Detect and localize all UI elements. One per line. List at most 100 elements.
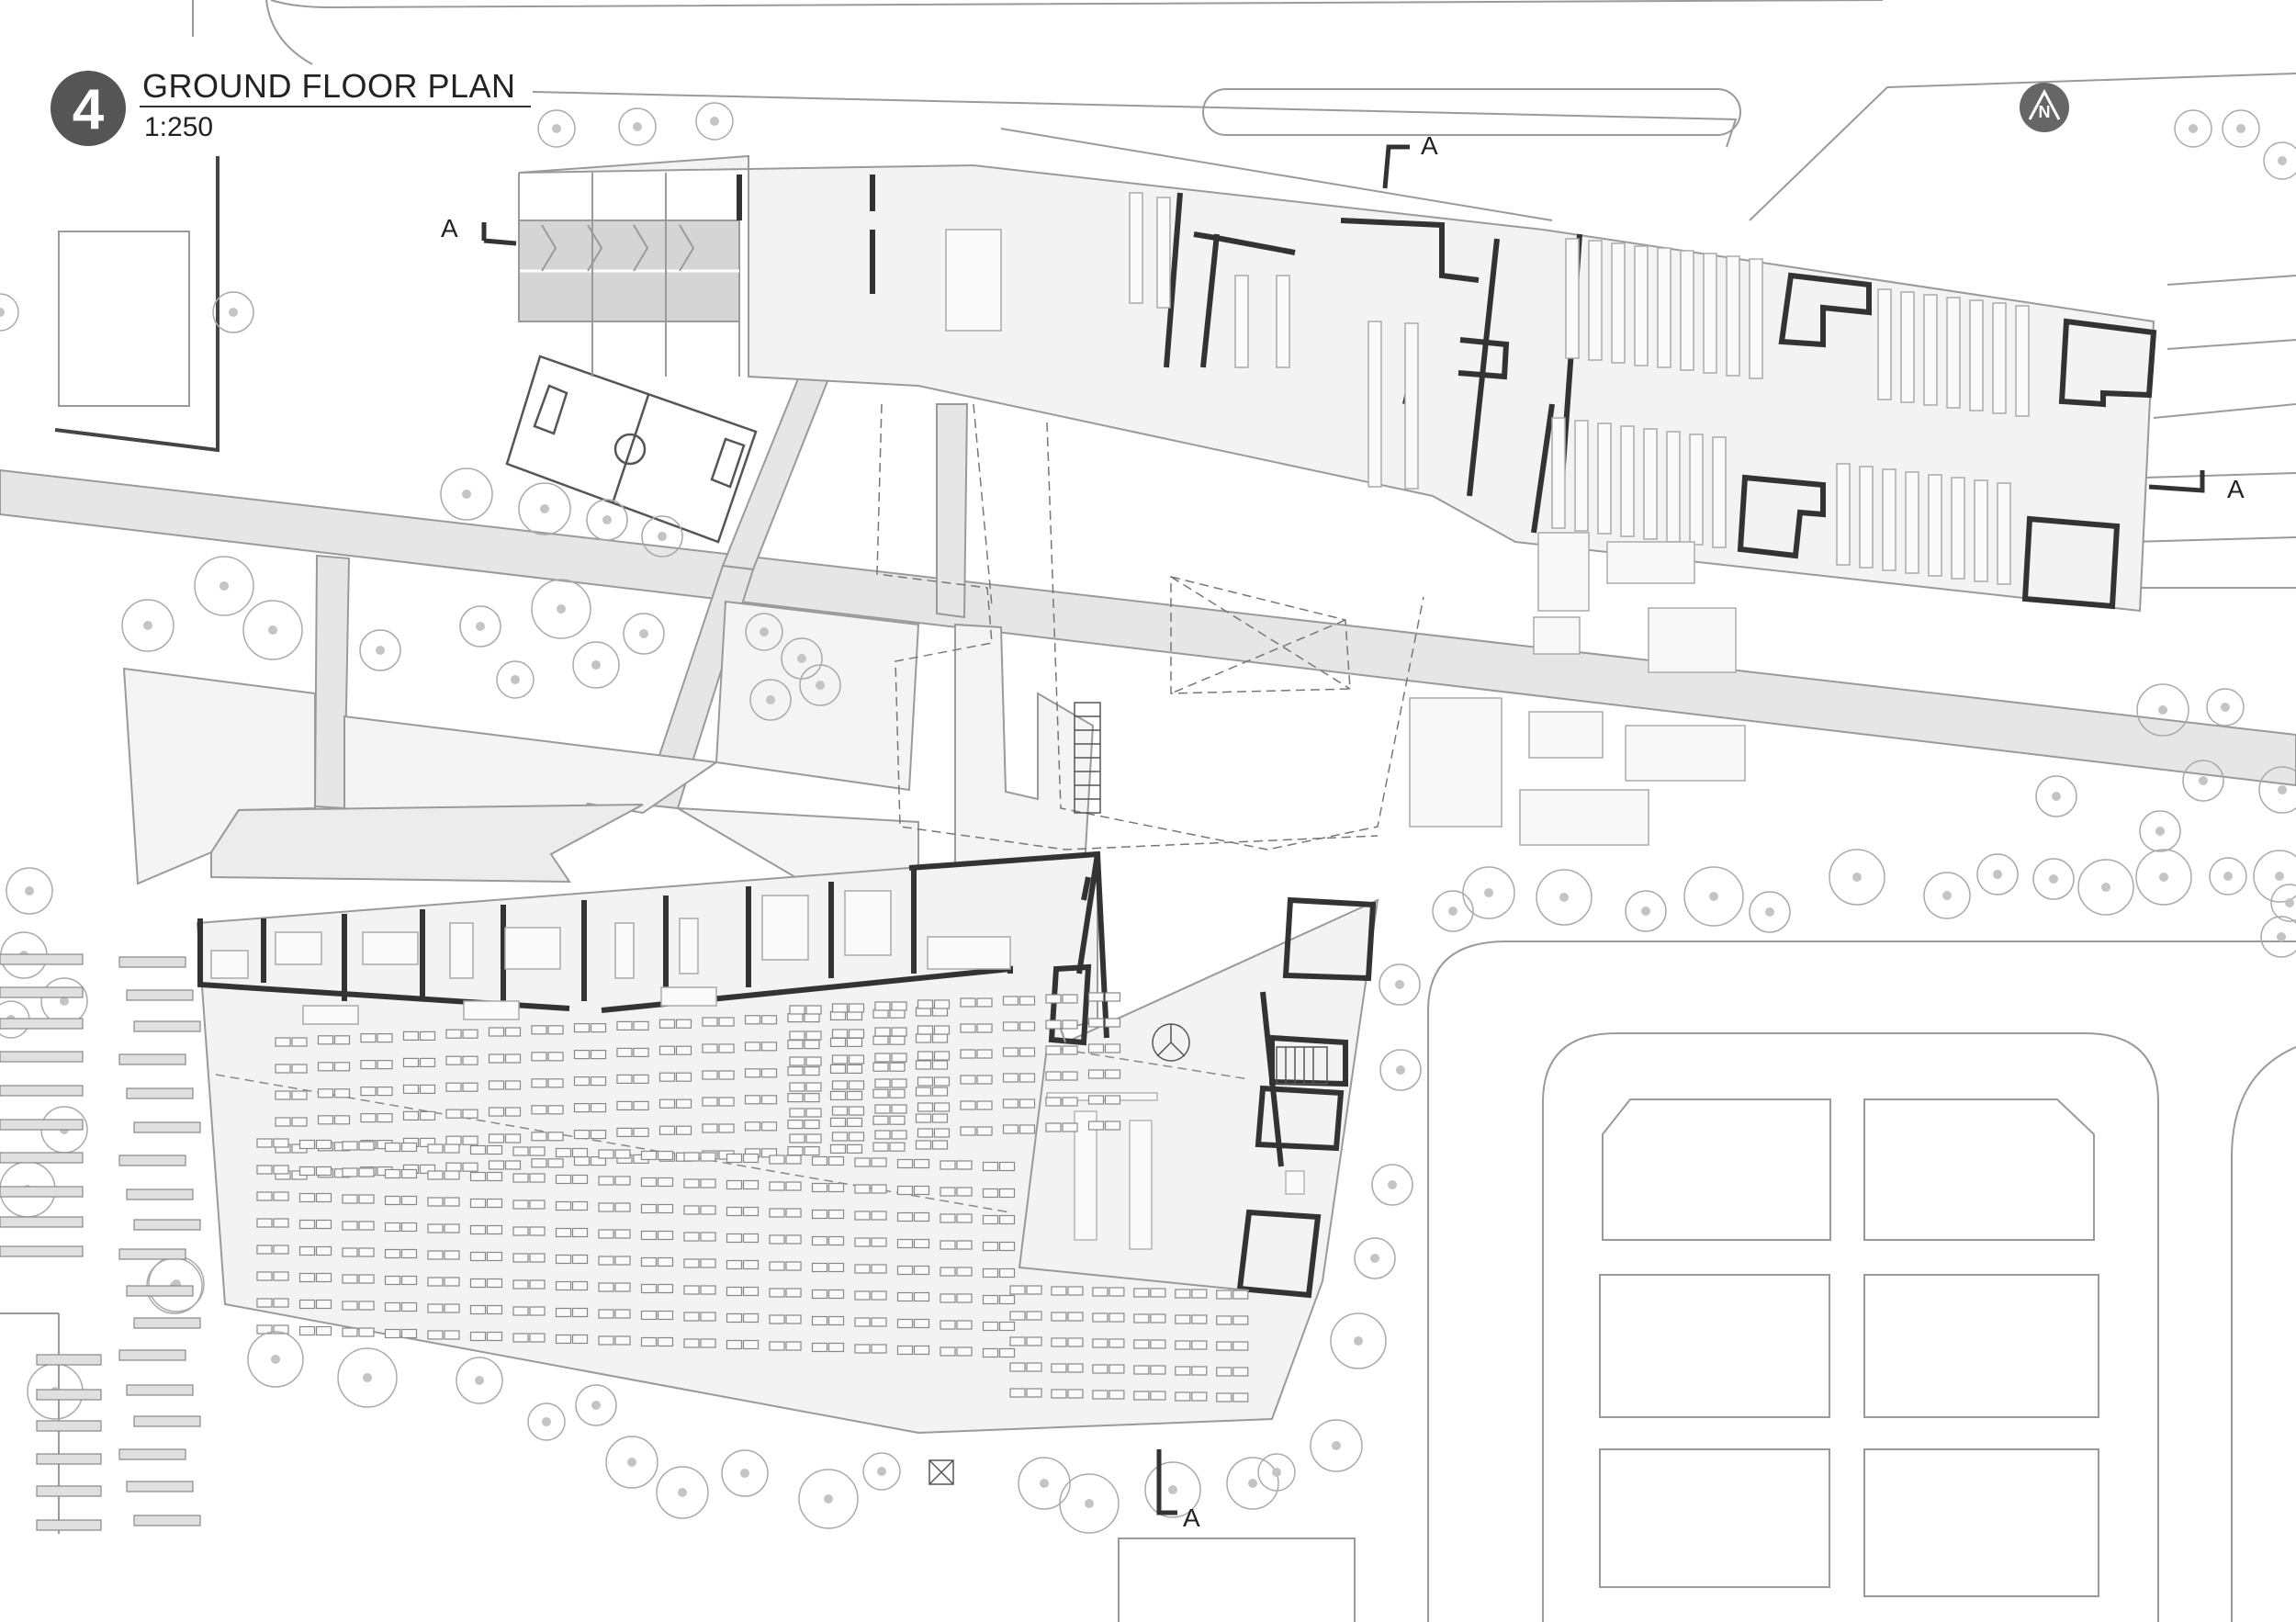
desk-seat [358, 1194, 375, 1204]
desk-seat [573, 1049, 591, 1060]
desk-seat [760, 1121, 778, 1132]
desk-seat [298, 1192, 316, 1203]
desk-seat [769, 1341, 785, 1351]
desk-seat [358, 1274, 375, 1284]
desk-seat [1232, 1341, 1249, 1351]
desk-seat [956, 1240, 973, 1250]
desk-seat [982, 1267, 999, 1278]
desk-seat [1045, 1097, 1062, 1107]
desk-seat [811, 1315, 828, 1326]
desk-seat [444, 1330, 460, 1340]
desk-seat [1104, 1069, 1121, 1079]
desk-seat [1232, 1392, 1249, 1402]
desk-seat [469, 1278, 487, 1289]
desk-seat [598, 1202, 614, 1212]
desk-seat [342, 1274, 358, 1284]
desk-seat [891, 1130, 907, 1140]
desk-seat [726, 1206, 743, 1217]
desk-seat [744, 1068, 761, 1078]
desk-seat [742, 1312, 760, 1324]
desk-seat [488, 1107, 505, 1117]
desk-seat [831, 1132, 849, 1142]
desk-seat [726, 1179, 743, 1190]
desk-seat [718, 1017, 735, 1027]
bike-rack [126, 1384, 194, 1396]
desk-seat [400, 1328, 418, 1339]
desk-seat [317, 1062, 334, 1072]
desk-seat [1109, 1312, 1125, 1323]
desk-seat [933, 1128, 951, 1138]
tree-trunk [1765, 907, 1774, 917]
tree-canopy [1749, 891, 1791, 933]
desk-seat [896, 1185, 914, 1196]
desk-seat [400, 1275, 418, 1286]
tree-trunk [219, 581, 229, 591]
tree-trunk [1395, 980, 1404, 989]
desk-seat [998, 1347, 1016, 1358]
desk-seat [445, 1082, 462, 1092]
bike-rack [0, 1085, 84, 1097]
desk-seat [846, 1064, 863, 1075]
desk-seat [1150, 1288, 1166, 1298]
desk-seat [333, 1088, 351, 1098]
desk-seat [488, 1027, 505, 1037]
tree-trunk [658, 532, 667, 541]
desk-seat [1092, 1338, 1109, 1348]
desk-seat [547, 1078, 564, 1088]
desk-seat [317, 1088, 334, 1098]
desk-seat [1002, 1047, 1019, 1057]
pedestrian-band [0, 376, 2296, 810]
desk-seat [1045, 1122, 1062, 1132]
desk-seat [998, 1214, 1016, 1225]
desk-seat [785, 1261, 802, 1271]
desk-seat [547, 1105, 564, 1115]
desk-seat [760, 1042, 778, 1052]
desk-seat [1216, 1392, 1232, 1402]
desk-seat [317, 1035, 334, 1045]
tree-canopy [1257, 1453, 1296, 1492]
desk-seat [976, 1023, 993, 1033]
desk-seat [829, 1037, 847, 1048]
desk-seat [529, 1333, 546, 1343]
desk-seat [931, 1033, 949, 1043]
tree-trunk [1354, 1336, 1363, 1346]
desk-seat [488, 1160, 505, 1170]
bike-rack [126, 1481, 194, 1492]
desk-seat [504, 1080, 522, 1090]
desk-seat [933, 1102, 951, 1112]
desk-seat [657, 1310, 674, 1321]
desk-seat [657, 1283, 674, 1294]
desk-seat [360, 1086, 377, 1097]
tree-trunk [557, 604, 566, 614]
desk-seat [298, 1299, 316, 1310]
desk-seat [896, 1158, 914, 1169]
tree-canopy [337, 1347, 398, 1408]
desk-seat [718, 1123, 735, 1133]
desk-seat [931, 1060, 949, 1070]
section-label-bottom: A [1183, 1504, 1200, 1532]
desk-seat [315, 1299, 332, 1310]
desk-seat [358, 1141, 375, 1151]
tree-canopy [586, 499, 628, 541]
tree-trunk [1272, 1468, 1281, 1477]
desk-seat [760, 1068, 778, 1078]
desk-seat [787, 1145, 804, 1156]
desk-seat [273, 1271, 289, 1281]
desk-seat [998, 1188, 1016, 1199]
desk-seat [960, 1075, 976, 1085]
desk-seat [683, 1285, 700, 1295]
desk-seat [427, 1170, 444, 1180]
desk-seat [590, 1022, 607, 1033]
desk-seat [827, 1155, 845, 1166]
title-block: 4 GROUND FLOOR PLAN 1:250 [51, 67, 531, 146]
tree-canopy [2209, 857, 2247, 895]
desk-seat [917, 1128, 934, 1138]
desk-seat [504, 1160, 522, 1170]
desk-seat [982, 1347, 999, 1358]
desk-seat [658, 1098, 676, 1109]
desk-seat [742, 1179, 760, 1190]
desk-seat [1002, 1098, 1019, 1109]
desk-seat [1175, 1314, 1191, 1324]
tree-canopy [745, 613, 783, 651]
desk-seat [789, 1108, 805, 1118]
